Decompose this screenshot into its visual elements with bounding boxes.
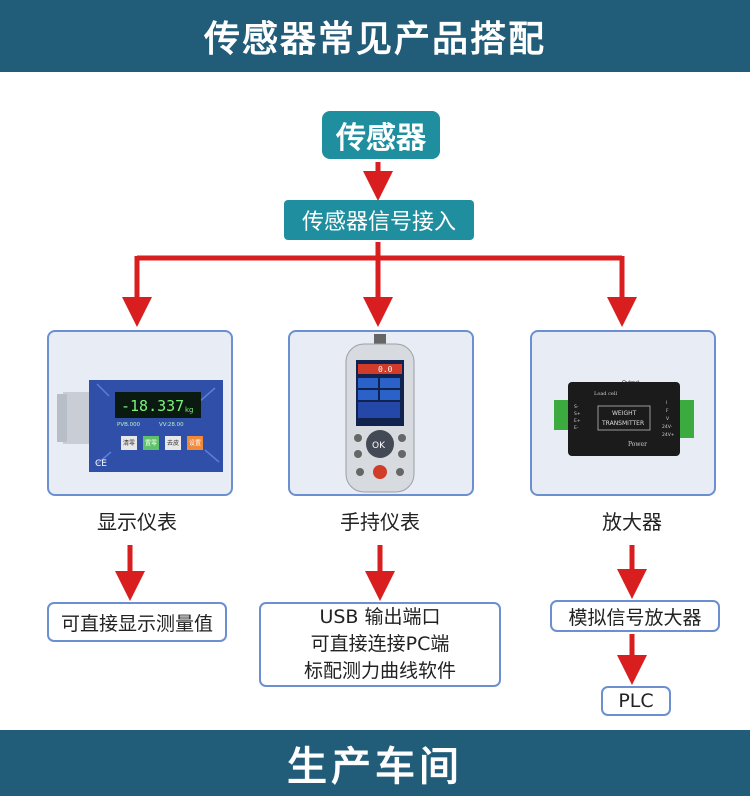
amp-right-pin: 24V+: [662, 432, 675, 438]
display-instrument-card: -18.337 kg PVB.000 VV:28.00 清零 置零 去皮 设置 …: [47, 330, 233, 496]
handheld-output-line: USB 输出端口: [319, 606, 441, 628]
header-banner: 传感器常见产品搭配: [0, 0, 750, 72]
amplifier-output-text: 模拟信号放大器: [568, 606, 702, 629]
amp-top-label: Output: [622, 380, 639, 386]
display-key-4: 设置: [189, 439, 201, 447]
display-unit: kg: [185, 406, 194, 414]
amp-title-2: TRANSMITTER: [601, 420, 644, 427]
amp-left-pin: S-: [574, 404, 579, 410]
ce-mark: CE: [95, 459, 107, 469]
amp-right-pin: V: [666, 416, 670, 422]
display-reading: -18.337: [121, 397, 184, 415]
amp-left-pin: S+: [574, 411, 581, 417]
amp-right-pin: I: [666, 400, 667, 406]
display-instrument-label: 显示仪表: [97, 510, 177, 534]
handheld-ok-key: OK: [372, 441, 386, 451]
handheld-output-line: 可直接连接PC端: [310, 633, 450, 655]
footer-title: 生产车间: [287, 744, 463, 790]
display-key-2: 置零: [145, 440, 157, 447]
handheld-instrument-card: 0.0 OK: [288, 330, 474, 496]
display-key-1: 清零: [123, 439, 135, 447]
sensor-node: 传感器: [322, 111, 440, 159]
amp-title-1: WEIGHT: [612, 410, 637, 417]
amp-load-cell: Load cell: [594, 391, 617, 397]
amp-left-pin: E-: [574, 425, 579, 431]
amplifier-label: 放大器: [602, 510, 662, 534]
signal-label: 传感器信号接入: [301, 210, 456, 235]
sensor-label: 传感器: [336, 121, 426, 156]
amp-power: Power: [628, 441, 647, 448]
display-sub-reading: PVB.000: [117, 422, 141, 428]
display-output-box: 可直接显示测量值: [47, 602, 227, 642]
display-sub-reading-2: VV:28.00: [159, 422, 184, 428]
handheld-screen-value: 0.0: [378, 365, 393, 374]
display-key-3: 去皮: [167, 439, 179, 447]
display-instrument-image: -18.337 kg PVB.000 VV:28.00 清零 置零 去皮 设置 …: [57, 380, 223, 472]
handheld-instrument-label: 手持仪表: [340, 510, 420, 534]
plc-text: PLC: [618, 690, 654, 712]
handheld-instrument-image: 0.0 OK: [345, 334, 415, 493]
page-title: 传感器常见产品搭配: [203, 19, 546, 60]
amp-left-pin: E+: [574, 418, 581, 424]
display-output-text: 可直接显示测量值: [60, 612, 213, 635]
amplifier-output-box: 模拟信号放大器: [550, 600, 720, 632]
plc-box: PLC: [601, 686, 671, 716]
handheld-output-box: USB 输出端口 可直接连接PC端 标配测力曲线软件: [259, 602, 501, 687]
amp-right-pin: 24V-: [662, 424, 673, 430]
amplifier-card: Output Load cell WEIGHT TRANSMITTER Powe…: [530, 330, 716, 496]
signal-input-node: 传感器信号接入: [284, 200, 474, 240]
amplifier-image: Output Load cell WEIGHT TRANSMITTER Powe…: [554, 380, 694, 456]
amp-right-pin: F: [666, 408, 669, 414]
footer-banner: 生产车间: [0, 730, 750, 796]
handheld-output-line: 标配测力曲线软件: [303, 660, 456, 682]
